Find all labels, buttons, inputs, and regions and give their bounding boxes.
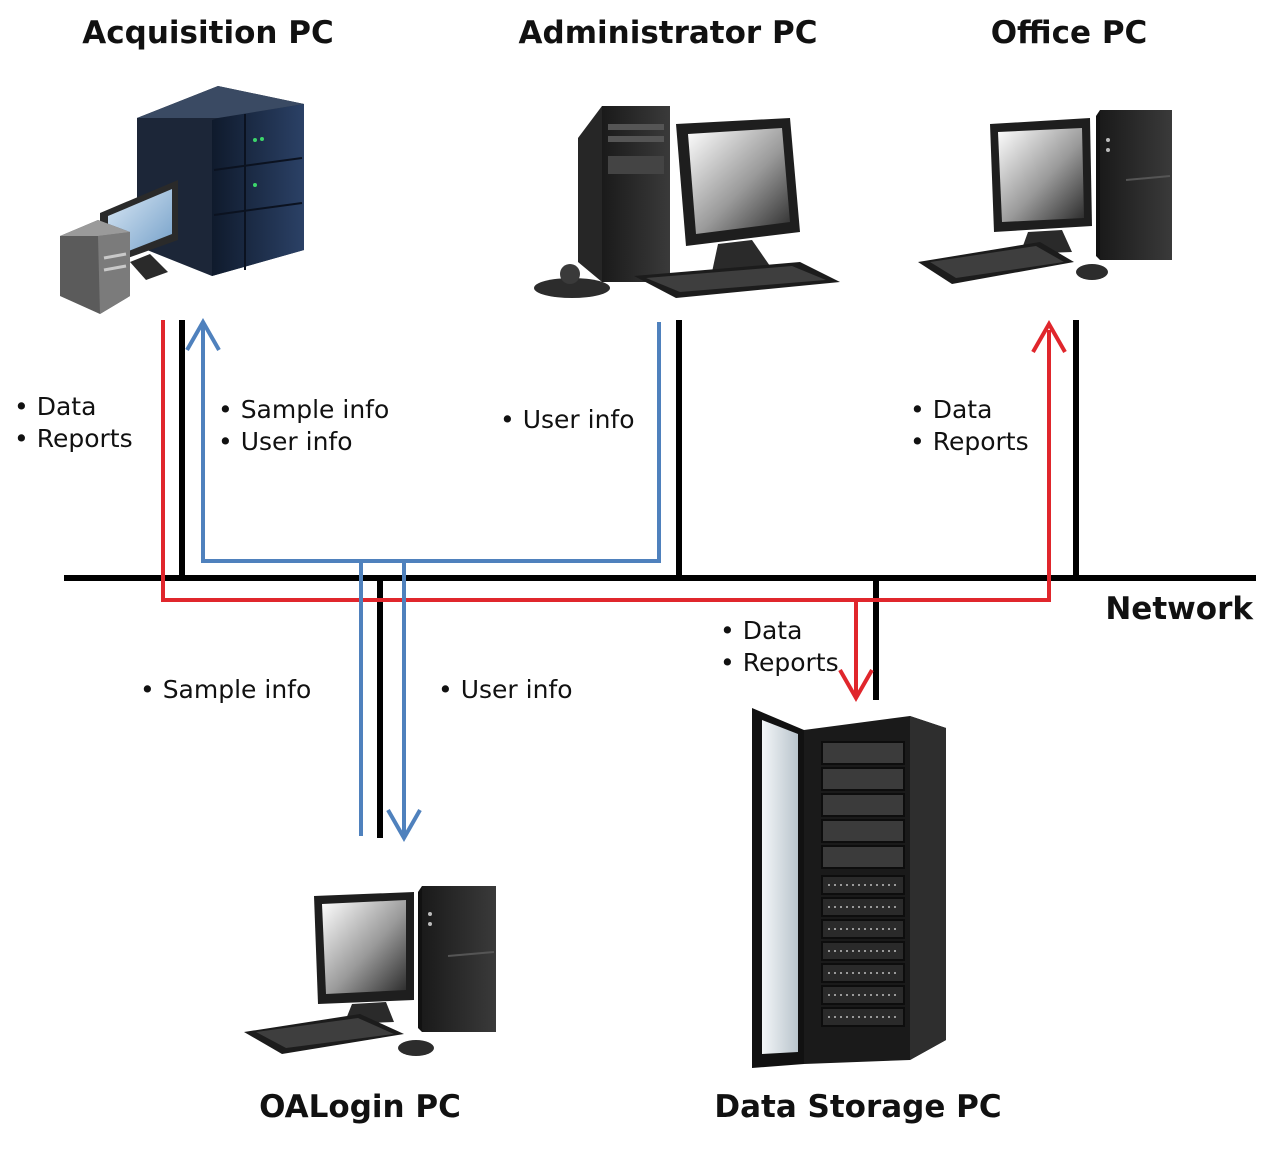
network-lines [64, 320, 1256, 838]
workstation-tower-icon [60, 86, 304, 314]
info-flow-path [185, 317, 661, 843]
flow-label: • Reports [720, 648, 839, 677]
flow-label: • User info [218, 427, 353, 456]
desktop-computer-icon [244, 886, 496, 1056]
admin-info-labels: • User info [500, 405, 635, 434]
flow-label: • Data [720, 616, 802, 645]
desktop-computer-icon [918, 110, 1172, 284]
flow-label: • Sample info [218, 395, 389, 424]
flow-label: • Sample info [140, 675, 311, 704]
flow-label: • Reports [14, 424, 133, 453]
flow-label: • Reports [910, 427, 1029, 456]
server-rack-icon [752, 708, 946, 1068]
oalogin-info-labels: • Sample info • User info [140, 675, 573, 704]
office-data-reports-labels: • Data • Reports [910, 395, 1029, 456]
flow-label: • User info [438, 675, 573, 704]
data-flow-path [161, 319, 1067, 703]
acq-data-reports-labels: • Data • Reports [14, 392, 133, 453]
storage-data-reports-labels: • Data • Reports [720, 616, 839, 677]
administrator-pc-title: Administrator PC [519, 15, 818, 51]
flow-label: • Data [910, 395, 992, 424]
network-label: Network [1105, 591, 1254, 627]
desktop-computer-icon [534, 106, 840, 298]
office-pc-title: Office PC [991, 15, 1148, 51]
flow-label: • Data [14, 392, 96, 421]
acq-info-labels: • Sample info • User info [218, 395, 389, 456]
data-storage-pc-title: Data Storage PC [714, 1089, 1001, 1125]
flow-label: • User info [500, 405, 635, 434]
acquisition-pc-title: Acquisition PC [82, 15, 333, 51]
oalogin-pc-title: OALogin PC [259, 1089, 461, 1125]
